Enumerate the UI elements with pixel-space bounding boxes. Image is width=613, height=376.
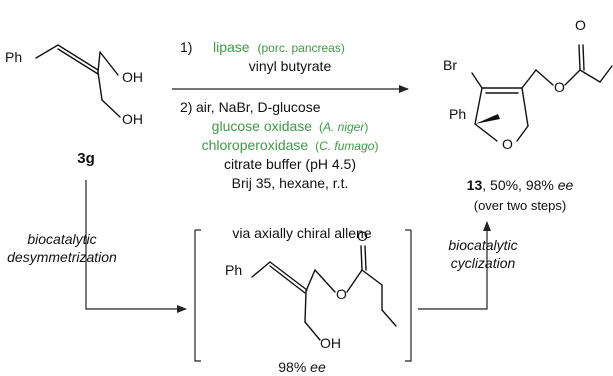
cyclization-label-line1: biocatalytic xyxy=(448,237,517,253)
carbonyl-oxygen-label: O xyxy=(575,17,586,33)
ring-oxygen-label: O xyxy=(502,136,513,152)
compound-3g-label: 3g xyxy=(77,150,95,167)
intermediate-title: via axially chiral allene xyxy=(232,225,372,241)
svg-text:chloroperoxidase (C. fum: chloroperoxidase (C. fumago) xyxy=(202,137,379,153)
bracket-left xyxy=(194,230,201,362)
step1-enzyme: lipase xyxy=(213,39,250,55)
product-13-note: (over two steps) xyxy=(474,198,566,213)
hydroxyl-label-top: OH xyxy=(122,69,143,85)
product-13-yield: 13, 50%, 98% ee xyxy=(467,177,574,193)
intermediate-structure: Ph O O OH xyxy=(225,228,397,351)
desymmetrization-arrow xyxy=(85,180,187,313)
svg-text:glucose oxidase (A. nige: glucose oxidase (A. niger) xyxy=(212,118,369,134)
intermediate-carbonyl-oxygen-label: O xyxy=(357,228,368,244)
intermediate-hydroxyl-label: OH xyxy=(320,335,341,351)
cyclization-arrow xyxy=(418,221,491,310)
step2-number: 2) xyxy=(180,99,192,115)
step2-enzyme1-source: A. niger xyxy=(322,120,365,134)
step2-reagents: air, NaBr, D-glucose xyxy=(196,99,321,115)
step2-enzyme2: chloroperoxidase xyxy=(202,137,309,153)
bracket-right xyxy=(405,230,412,362)
step1-reagent: vinyl butyrate xyxy=(249,58,332,74)
ester-oxygen-label: O xyxy=(554,79,565,95)
step1-conditions: 1) lipase (porc. pancreas) vinyl butyrat… xyxy=(180,39,345,74)
phenyl-label: Ph xyxy=(5,49,22,65)
compound-3g-structure: Ph OH OH xyxy=(5,44,143,127)
step2-enzyme1: glucose oxidase xyxy=(212,118,313,134)
svg-text:lipase (porc. pancreas): lipase (porc. pancreas) xyxy=(213,39,345,55)
product-phenyl-label: Ph xyxy=(449,106,466,122)
bromine-label: Br xyxy=(443,57,457,73)
step2-enzyme2-source: C. fumago xyxy=(319,139,375,153)
desymmetrization-label-line2: desymmetrization xyxy=(7,249,117,265)
intermediate-ester-oxygen-label: O xyxy=(336,286,347,302)
step1-enzyme-source: (porc. pancreas) xyxy=(257,41,344,55)
hydroxyl-label-bottom: OH xyxy=(122,111,143,127)
step2-buffer: citrate buffer (pH 4.5) xyxy=(224,156,356,172)
step2-conditions-text: Brij 35, hexane, r.t. xyxy=(232,175,349,191)
cyclization-label-line2: cyclization xyxy=(451,255,516,271)
product-13-label: 13 xyxy=(467,177,483,193)
step2-conditions: 2) air, NaBr, D-glucose glucose oxidase … xyxy=(180,99,378,191)
intermediate-ee: 98% ee xyxy=(278,359,326,375)
intermediate-phenyl-label: Ph xyxy=(225,262,242,278)
stereo-wedge-bond xyxy=(475,114,500,124)
desymmetrization-label-line1: biocatalytic xyxy=(27,231,96,247)
product-13-structure: Br Ph O O O xyxy=(443,17,613,152)
step1-number: 1) xyxy=(180,39,192,55)
